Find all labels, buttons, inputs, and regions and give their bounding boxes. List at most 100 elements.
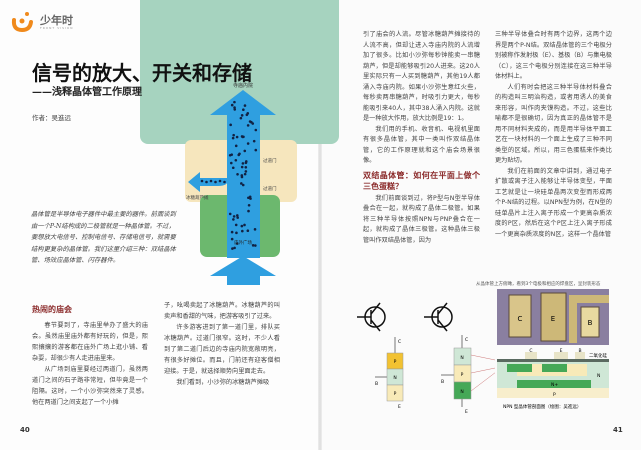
person-dot (232, 133, 235, 137)
page-gutter (318, 0, 322, 450)
paragraph: 人们有时会把这三种半导体材料叠合的构造叫三明治构造，或者用诱人的美食来形容，叫作… (495, 83, 612, 165)
person-dot (243, 104, 247, 107)
person-dot (218, 179, 222, 183)
person-dot (254, 148, 258, 152)
person-dot (234, 158, 238, 162)
transistor-diagrams: P N P C B E N P N C B E (357, 302, 495, 415)
label-plaza: 庙外广场 (234, 239, 252, 246)
person-dot (239, 116, 243, 120)
flow-diagram: 寺庙内院 过道门 过道门 冰糖葫芦摊 庙外广场 (185, 82, 297, 285)
person-dot (230, 153, 234, 156)
person-dot (244, 170, 248, 173)
person-dot (230, 103, 234, 107)
person-dot (230, 230, 234, 234)
person-dot (247, 203, 251, 207)
page-number-right: 41 (613, 426, 623, 434)
person-dot (246, 142, 250, 145)
person-dot (254, 128, 258, 132)
label-e: E (398, 404, 401, 410)
pnp-layer-stack: P N P C B E (375, 337, 404, 410)
pnp-symbol (357, 302, 386, 332)
layer-p: P (394, 359, 397, 365)
person-dot (244, 160, 248, 163)
person-dot (243, 223, 246, 227)
label-c: C (465, 337, 468, 343)
paragraph: 我们在前面的文章中讲到，通过电子扩散或离子注入能够让半导体变型，平面工艺就是让一… (495, 167, 612, 238)
person-dot (236, 172, 239, 176)
person-dot (233, 106, 236, 109)
article-subtitle: ——浅释晶体管工作原理 (32, 87, 142, 98)
person-dot (234, 223, 238, 227)
label-b: B (578, 348, 581, 354)
cross-section-caption: NPN 型晶体管剖面图（绘图：吴進远） (503, 403, 581, 410)
person-dot (228, 212, 232, 216)
person-dot (235, 242, 239, 245)
right-column-2: 三种半导体叠合时有两个边界，这两个边界是两个P-N结。双结晶体管的三个电极分别被… (495, 30, 612, 240)
person-dot (254, 244, 257, 247)
pad-c: C (518, 315, 523, 323)
person-dot (245, 113, 249, 117)
layer-n: N (393, 375, 396, 381)
crowd-arrow (210, 90, 276, 258)
label-b: B (375, 381, 378, 387)
label-gate-upper: 过道门 (263, 157, 277, 164)
person-dot (231, 166, 235, 170)
paragraph: 我们用的手机、收音机、电视机里面有很多晶体管，其中一类叫作双结晶体管，它的工作原… (363, 125, 480, 165)
person-dot (240, 114, 244, 117)
label-stall: 冰糖葫芦摊 (186, 194, 209, 201)
paragraph: 从广场到庙里要经过两道门，虽然两道门之间的石子路非常短，但毕竟是一个阻隔。这时，… (32, 366, 148, 406)
right-column-1: 引了庙会的人流。尽管冰糖葫芦摊接待的人流不高，但却让进入寺庙内院的人流增加了很多… (363, 30, 480, 246)
layer-p: P (394, 391, 397, 397)
brand-tagline: FRONT VISION (40, 26, 74, 30)
pad-e: E (551, 315, 555, 323)
person-dot (235, 231, 238, 235)
layer-p: P (461, 372, 464, 378)
article-intro: 晶体管是半导体电子器件中最主要的器件。前面谈到由一个P-N结构成的二极管就是一种… (31, 211, 176, 264)
person-dot (229, 123, 232, 127)
person-dot (205, 180, 208, 184)
person-dot (240, 182, 243, 185)
section-heading-bjt: 双结晶体管：如何在平面上做个三色蛋糕？ (363, 170, 480, 191)
left-column-1: 春节要到了，寺庙里举办了盛大的庙会。虽然庙里庙外都有好玩的，但是，熙熙攘攘的游客… (32, 320, 148, 408)
brand-name: 少年时 (40, 14, 73, 27)
layer-n: N (460, 389, 463, 395)
person-dot (223, 180, 226, 184)
paragraph: 春节要到了，寺庙里举办了盛大的庙会。虽然庙里庙外都有好玩的，但是，熙熙攘攘的游客… (32, 322, 148, 362)
person-dot (233, 246, 236, 250)
person-dot (246, 124, 250, 127)
person-dot (243, 149, 247, 153)
section-heading-temple-fair: 热闹的庙会 (32, 305, 72, 314)
person-dot (232, 215, 236, 218)
label-e: E (560, 348, 563, 354)
label-inner-court: 寺庙内院 (233, 82, 253, 89)
bottom-arrow (210, 256, 276, 285)
person-dot (233, 108, 237, 111)
person-dot (241, 162, 245, 165)
person-dot (235, 135, 239, 139)
person-dot (240, 224, 244, 228)
person-dot (242, 108, 245, 112)
person-dot (235, 214, 239, 217)
label-e: E (465, 409, 468, 415)
stall-arrow (188, 172, 228, 192)
person-dot (251, 244, 255, 247)
person-dot (253, 228, 257, 231)
paragraph: 许多游客进到了第一道门里，排队买冰糖葫芦。过道门很窄。这时，不少人看到了第二道门… (164, 324, 280, 375)
person-dot (231, 136, 235, 140)
region-buried-n: N+ (551, 382, 558, 388)
person-dot (237, 153, 241, 157)
person-dot (243, 172, 247, 176)
paragraph: 三种半导体叠合时有两个边界，这两个边界是两个P-N结。双结晶体管的三个电极分别被… (495, 31, 612, 80)
person-dot (247, 209, 250, 213)
person-dot (250, 120, 253, 124)
paragraph: 我们看到，小沙弥的冰糖葫芦摊吸 (176, 379, 270, 386)
person-dot (248, 195, 252, 199)
label-oxide: 二氧化硅 (589, 352, 607, 359)
label-b: B (441, 379, 444, 385)
article-title: 信号的放大、开关和存储 (32, 61, 252, 85)
transistor-micrograph: C E B (497, 289, 609, 345)
person-dot (246, 229, 250, 232)
person-dot (233, 100, 236, 104)
paragraph: 我们前面谈到过，将P型与N型半导体叠合在一起，就构成了晶体二极管。如果将三种半导… (363, 194, 480, 244)
logo-icon (11, 12, 33, 33)
